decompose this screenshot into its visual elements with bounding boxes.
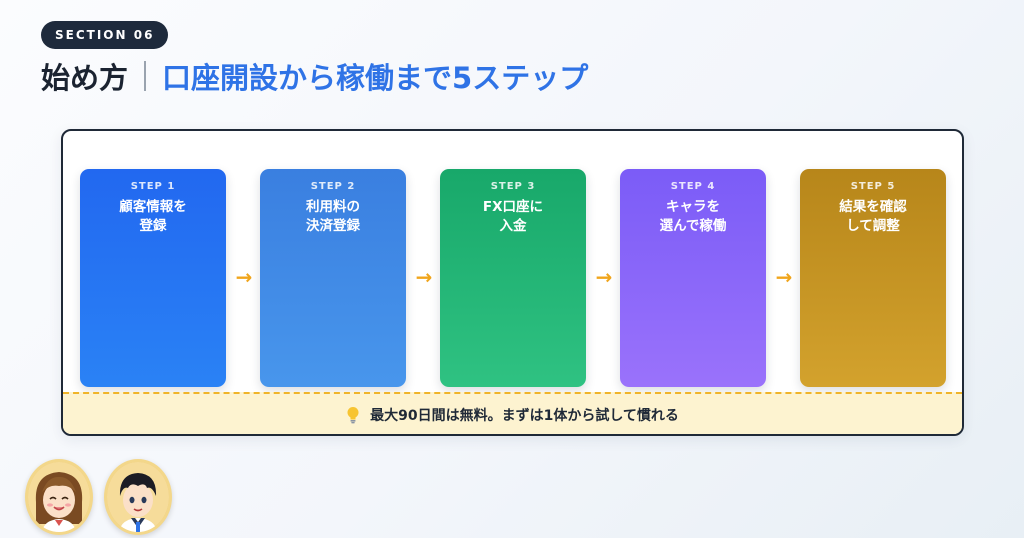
lightbulb-icon (346, 406, 360, 424)
arrow-right-icon: → (235, 265, 253, 289)
step-title: 結果を確認 して調整 (839, 199, 907, 234)
step-title: キャラを 選んで稼働 (659, 199, 727, 234)
step-label: STEP 3 (490, 181, 536, 192)
step-title: 利用料の 決済登録 (306, 199, 360, 234)
step-title: FX口座に 入金 (482, 199, 544, 234)
step-card-3: STEP 3 FX口座に 入金 (440, 169, 586, 387)
title-divider (144, 61, 147, 91)
arrow-right-icon: → (775, 265, 793, 289)
step-title: 顧客情報を 登録 (119, 199, 187, 234)
tip-banner: 最大90日間は無料。まずは1体から試して慣れる (63, 392, 962, 434)
arrow-right-icon: → (595, 265, 613, 289)
arrow-right-icon: → (415, 265, 433, 289)
tip-text: 最大90日間は無料。まずは1体から試して慣れる (370, 408, 679, 424)
step-card-4: STEP 4 キャラを 選んで稼働 (620, 169, 766, 387)
steps-panel: STEP 1 顧客情報を 登録 → STEP 2 利用料の 決済登録 → STE… (61, 129, 964, 436)
step-label: STEP 4 (670, 181, 716, 192)
girl-avatar-icon (25, 459, 93, 535)
page-title: 始め方 口座開設から稼働まで5ステップ (41, 56, 588, 96)
step-label: STEP 2 (310, 181, 356, 192)
step-label: STEP 5 (850, 181, 896, 192)
title-main: 始め方 (41, 61, 129, 95)
step-card-1: STEP 1 顧客情報を 登録 (80, 169, 226, 387)
boy-avatar-icon (104, 459, 172, 535)
step-label: STEP 1 (130, 181, 176, 192)
step-card-2: STEP 2 利用料の 決済登録 (260, 169, 406, 387)
section-badge: SECTION 06 (41, 21, 169, 49)
step-card-5: STEP 5 結果を確認 して調整 (800, 169, 946, 387)
title-subtitle: 口座開設から稼働まで5ステップ (162, 61, 589, 95)
